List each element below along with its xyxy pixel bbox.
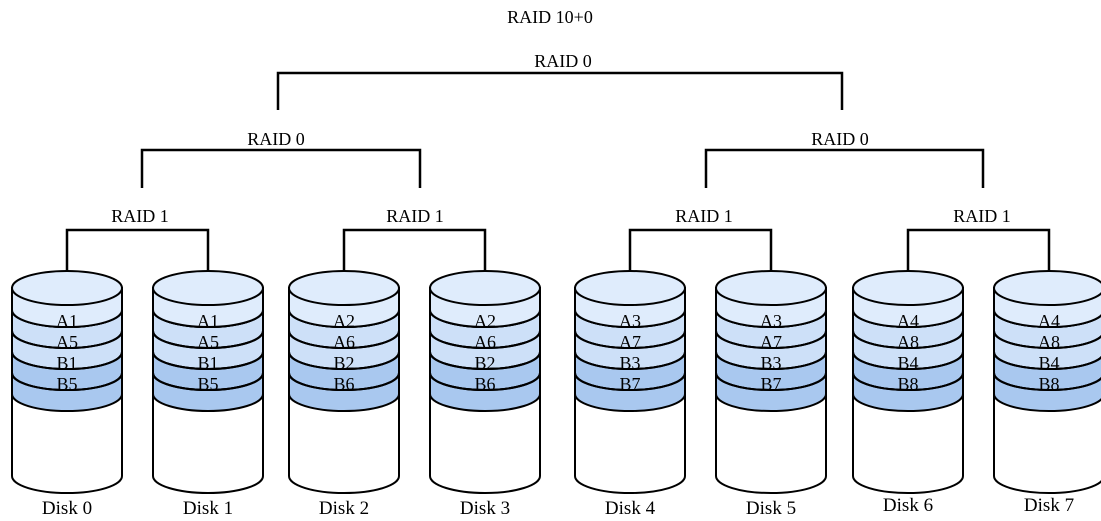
raid1-group2-bracket [342,228,487,288]
block-label: B7 [760,374,781,394]
raid1-group4-bracket [906,228,1051,288]
block-divider [715,372,827,391]
raid1-group3-label: RAID 1 [675,206,733,226]
disk-top-cap [993,270,1101,306]
block-divider [11,372,123,391]
disk-top-cap [288,270,400,306]
block-divider [152,330,264,349]
block-divider [993,372,1101,391]
raid0-right-bracket [704,148,985,188]
block-label: B5 [197,374,218,394]
block-divider [852,351,964,370]
disk-label-7: Disk 7 [1023,495,1075,516]
disk-top-cap [715,270,827,306]
block-label: A2 [474,311,496,331]
raid1-group1-label: RAID 1 [111,206,169,226]
disk-top-cap [152,270,264,306]
raid0-top-label: RAID 0 [534,51,592,71]
block-label: A4 [897,311,919,331]
block-label: B7 [619,374,640,394]
block-label: A7 [619,332,641,352]
block-label: A1 [56,311,78,331]
block-divider [429,351,541,370]
block-divider [852,372,964,391]
block-divider [852,330,964,349]
block-label: A6 [474,332,496,352]
disk-cylinders: A1A5B1B5A1A5B1B5A2A6B2B6A2A6B2B6A3A7B3B7… [11,270,1101,494]
block-label: A5 [56,332,78,352]
block-label: A5 [197,332,219,352]
block-label: A3 [619,311,641,331]
disk-label-2: Disk 2 [318,498,370,519]
block-divider [152,351,264,370]
block-label: B5 [56,374,77,394]
block-label: A8 [1038,332,1060,352]
block-divider [288,351,400,370]
raid1-group4-label: RAID 1 [953,206,1011,226]
disk-label-4: Disk 4 [604,498,656,519]
disk-top-cap [429,270,541,306]
disk-top-cap [852,270,964,306]
block-divider [574,351,686,370]
block-label: B2 [474,353,495,373]
raid0-right-label: RAID 0 [811,129,869,149]
block-label: A2 [333,311,355,331]
block-divider [993,330,1101,349]
block-label: B8 [897,374,918,394]
block-divider [152,372,264,391]
raid1-group3-bracket [628,228,773,288]
block-divider [993,351,1101,370]
disk-top-cap [11,270,123,306]
disk-top-cap [574,270,686,306]
block-label: B8 [1038,374,1059,394]
block-divider [11,351,123,370]
block-label: B1 [197,353,218,373]
raid1-group2-label: RAID 1 [386,206,444,226]
block-divider [715,330,827,349]
raid0-top-bracket [276,71,844,110]
disk-label-5: Disk 5 [745,498,797,519]
block-divider [288,372,400,391]
block-label: A8 [897,332,919,352]
disk-label-6: Disk 6 [882,495,934,516]
block-label: A7 [760,332,782,352]
block-label: A3 [760,311,782,331]
block-divider [288,330,400,349]
block-label: B2 [333,353,354,373]
block-divider [429,372,541,391]
block-label: B3 [619,353,640,373]
block-divider [574,330,686,349]
block-label: B1 [56,353,77,373]
block-divider [429,330,541,349]
block-label: B6 [333,374,354,394]
block-divider [715,351,827,370]
block-label: A6 [333,332,355,352]
block-label: B4 [1038,353,1059,373]
block-label: B3 [760,353,781,373]
diagram-title: RAID 10+0 [507,7,593,27]
block-divider [574,372,686,391]
block-label: B6 [474,374,495,394]
raid1-group1-bracket [65,228,210,288]
raid0-left-bracket [140,148,422,188]
tree-connectors [65,71,1051,288]
block-label: A1 [197,311,219,331]
raid0-left-label: RAID 0 [247,129,305,149]
disk-label-0: Disk 0 [41,498,93,519]
disk-label-3: Disk 3 [459,498,511,519]
block-label: B4 [897,353,918,373]
block-label: A4 [1038,311,1060,331]
disk-label-1: Disk 1 [182,498,234,519]
block-divider [11,330,123,349]
